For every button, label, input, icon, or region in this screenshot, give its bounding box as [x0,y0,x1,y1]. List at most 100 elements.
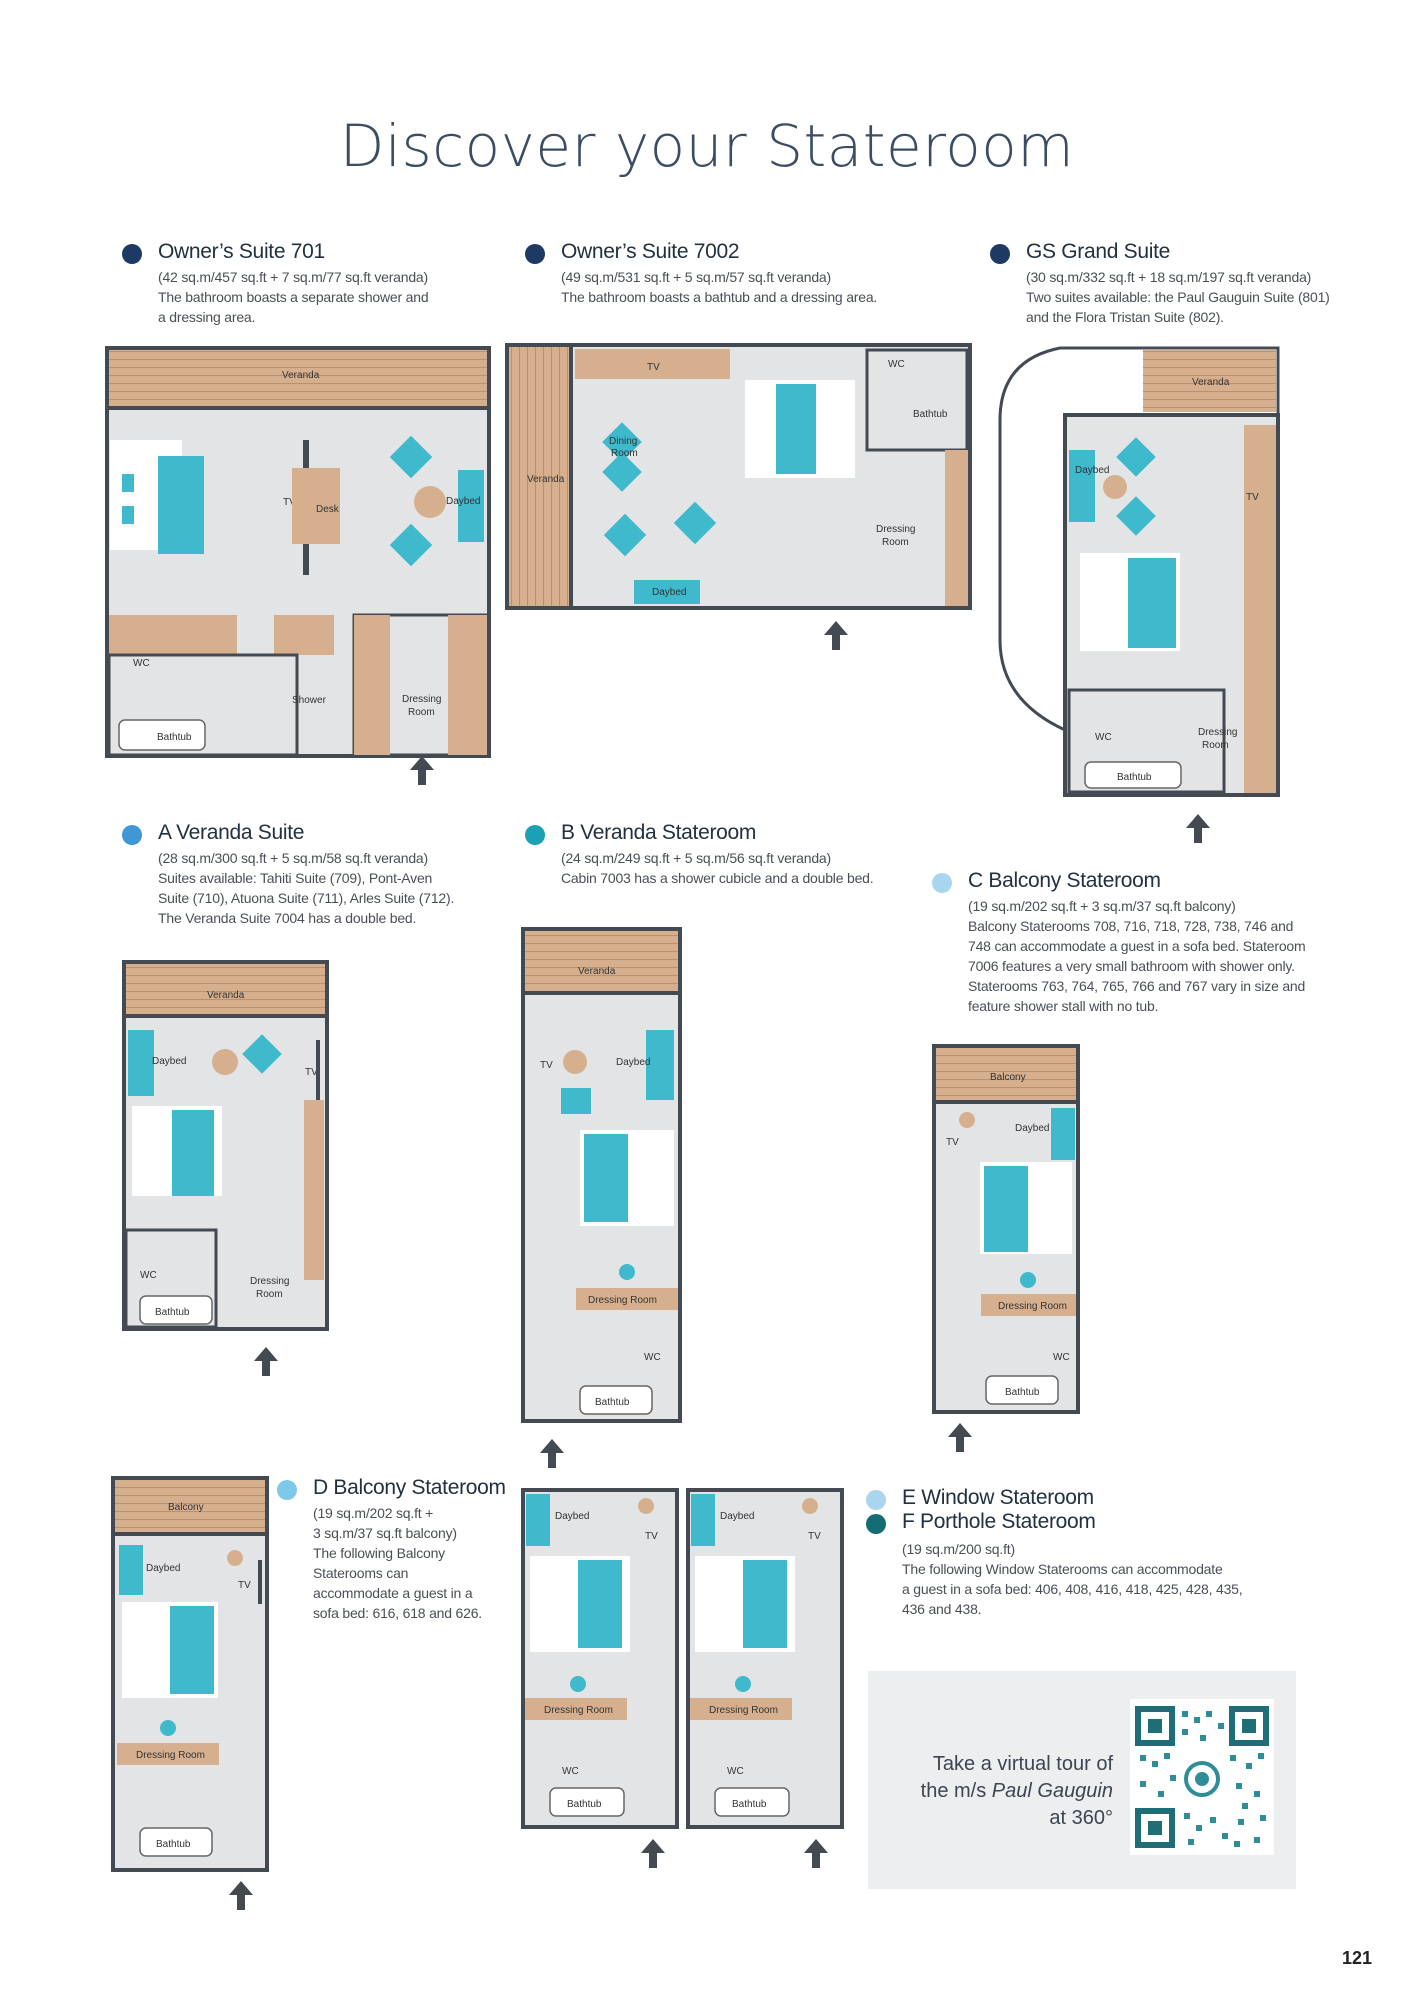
section-desc: The following Window Staterooms can acco… [902,1561,1243,1617]
category-dot [932,873,952,893]
svg-text:Balcony: Balcony [990,1072,1026,1083]
section-name: A Veranda Suite [158,821,305,844]
plan-c-balcony-stateroom: Balcony TV Daybed Dressing Room WC Batht… [932,1044,1080,1452]
section-name: C Balcony Stateroom [968,869,1161,892]
category-dot-e [866,1490,886,1510]
section-name-e: E Window Stateroom [902,1486,1094,1509]
section-size: (24 sq.m/249 sq.ft + 5 sq.m/56 sq.ft ver… [561,850,831,866]
svg-text:WC: WC [133,658,150,669]
section-size: (49 sq.m/531 sq.ft + 5 sq.m/57 sq.ft ver… [561,269,831,285]
svg-text:Daybed: Daybed [1015,1123,1049,1134]
svg-text:Veranda: Veranda [578,966,616,977]
section-desc: Balcony Staterooms 708, 716, 718, 728, 7… [968,918,1306,1014]
svg-text:Shower: Shower [292,695,327,706]
svg-text:TV: TV [647,362,660,373]
svg-text:Bathtub: Bathtub [595,1397,630,1408]
plan-a-veranda-suite: Veranda Daybed TV WC Dressing Room Batht… [122,960,329,1376]
svg-text:Daybed: Daybed [720,1511,754,1522]
section-size: (42 sq.m/457 sq.ft + 7 sq.m/77 sq.ft ver… [158,269,428,285]
page-title: Discover your Stateroom [339,112,1075,180]
section-desc: Suites available: Tahiti Suite (709), Po… [158,870,455,926]
svg-text:TV: TV [645,1531,658,1542]
svg-text:TV: TV [540,1060,553,1071]
svg-text:WC: WC [727,1766,744,1777]
category-dot [525,244,545,264]
section-desc: Two suites available: the Paul Gauguin S… [1026,289,1330,325]
svg-text:Veranda: Veranda [527,474,565,485]
svg-text:Daybed: Daybed [1075,465,1109,476]
svg-text:Balcony: Balcony [168,1502,204,1513]
svg-text:Bathtub: Bathtub [1117,772,1152,783]
category-dot [277,1480,297,1500]
plan-e-window-stateroom: Daybed TV Dressing Room WC Bathtub [521,1488,679,1868]
svg-text:WC: WC [1053,1352,1070,1363]
svg-text:Dressing Room: Dressing Room [136,1750,205,1761]
svg-text:Dressing Room: Dressing Room [544,1705,613,1716]
svg-text:Dressing Room: Dressing Room [998,1301,1067,1312]
svg-text:Room: Room [611,448,638,459]
section-size: (19 sq.m/200 sq.ft) [902,1541,1015,1557]
svg-text:Dressing: Dressing [876,524,915,535]
category-dot [525,825,545,845]
section-name: Owner’s Suite 7002 [561,240,740,263]
svg-text:TV: TV [946,1137,959,1148]
svg-text:Dressing: Dressing [1198,727,1237,738]
svg-text:WC: WC [140,1270,157,1281]
svg-text:TV: TV [1246,492,1259,503]
svg-text:Bathtub: Bathtub [157,732,192,743]
svg-text:WC: WC [562,1766,579,1777]
qr-code[interactable] [1130,1699,1274,1855]
svg-text:WC: WC [888,359,905,370]
section-name: Owner’s Suite 701 [158,240,325,263]
svg-text:WC: WC [644,1352,661,1363]
category-dot-f [866,1514,886,1534]
svg-text:Room: Room [1202,740,1229,751]
svg-text:Veranda: Veranda [282,370,320,381]
section-size: (19 sq.m/202 sq.ft + 3 sq.m/37 sq.ft bal… [968,898,1236,914]
svg-text:TV: TV [305,1067,318,1078]
svg-text:WC: WC [1095,732,1112,743]
virtual-tour-text: Take a virtual tour of the m/s Paul Gaug… [920,1753,1113,1829]
svg-text:Veranda: Veranda [1192,377,1230,388]
svg-text:Dressing: Dressing [402,694,441,705]
plan-b-veranda-stateroom: Veranda TV Daybed Dressing Room WC Batht… [521,927,682,1468]
svg-text:Daybed: Daybed [555,1511,589,1522]
svg-text:Daybed: Daybed [146,1563,180,1574]
section-desc: Cabin 7003 has a shower cubicle and a do… [561,870,874,886]
plan-d-balcony-stateroom: Balcony Daybed TV Dressing Room Bathtub [111,1476,269,1910]
section-name: GS Grand Suite [1026,240,1171,263]
svg-text:Bathtub: Bathtub [156,1839,191,1850]
virtual-tour-box: Take a virtual tour of the m/s Paul Gaug… [868,1671,1296,1889]
category-dot [122,244,142,264]
plan-gs-grand-suite: Veranda Daybed TV WC Dressing Room Batht… [998,346,1280,843]
svg-text:Daybed: Daybed [616,1057,650,1068]
svg-text:Dressing Room: Dressing Room [588,1295,657,1306]
svg-text:Bathtub: Bathtub [913,409,948,420]
plan-f-porthole-stateroom: Daybed TV Dressing Room WC Bathtub [686,1488,844,1868]
section-name-f: F Porthole Stateroom [902,1510,1096,1533]
section-name: B Veranda Stateroom [561,821,757,844]
svg-text:TV: TV [238,1580,251,1591]
svg-text:TV: TV [808,1531,821,1542]
svg-text:Dressing Room: Dressing Room [709,1705,778,1716]
svg-text:Daybed: Daybed [446,496,480,507]
svg-text:Dining: Dining [609,436,637,447]
section-name: D Balcony Stateroom [313,1476,506,1499]
svg-text:Dressing: Dressing [250,1276,289,1287]
svg-text:Veranda: Veranda [207,990,245,1001]
svg-text:Daybed: Daybed [152,1056,186,1067]
svg-text:TV: TV [283,497,296,508]
section-desc: The bathroom boasts a separate shower an… [158,289,429,325]
svg-text:Room: Room [882,537,909,548]
svg-text:Bathtub: Bathtub [1005,1387,1040,1398]
svg-text:Room: Room [256,1289,283,1300]
section-size: (19 sq.m/202 sq.ft +3 sq.m/37 sq.ft balc… [313,1505,457,1541]
section-size: (28 sq.m/300 sq.ft + 5 sq.m/58 sq.ft ver… [158,850,428,866]
svg-text:Bathtub: Bathtub [567,1799,602,1810]
category-dot [990,244,1010,264]
svg-text:Bathtub: Bathtub [732,1799,767,1810]
svg-text:Daybed: Daybed [652,587,686,598]
svg-text:Bathtub: Bathtub [155,1307,190,1318]
